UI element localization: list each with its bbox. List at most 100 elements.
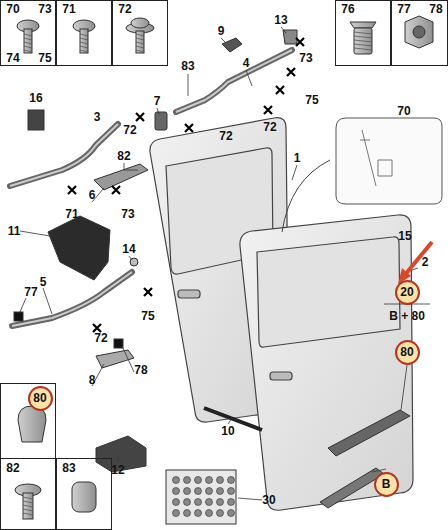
drawing-part [28, 110, 44, 130]
callout-number: 4 [242, 56, 251, 70]
small-parts [14, 30, 410, 524]
thread-line [136, 46, 144, 48]
fixing-mark [136, 113, 144, 121]
callout-number: 8 [88, 373, 97, 387]
callout-number: 12 [110, 463, 125, 477]
callout-number: 11 [7, 224, 22, 238]
callout-number: 75 [304, 93, 319, 107]
clip [195, 510, 202, 517]
thread-line [24, 42, 32, 44]
clip [217, 499, 224, 506]
drawing-part [43, 288, 52, 314]
inset-detail [360, 130, 392, 186]
drawing-part [131, 18, 149, 28]
fixing-mark [144, 288, 152, 296]
drawing-part [281, 27, 286, 33]
thread-line [354, 44, 372, 46]
drawing-part [10, 124, 118, 186]
callout-number: 72 [262, 120, 277, 134]
drawing-part [270, 372, 292, 380]
drawing-part [328, 410, 410, 456]
callout-number: 16 [28, 91, 43, 105]
callout-number: 1 [293, 151, 302, 165]
callout-number: 73 [120, 207, 135, 221]
part-number: 83 [62, 462, 75, 474]
callout-number: 70 [396, 104, 411, 118]
thread-line [80, 38, 88, 40]
part-number: 71 [62, 3, 75, 15]
clip [173, 477, 180, 484]
thread-line [80, 34, 88, 36]
part-cell: 72 [112, 0, 168, 66]
drawing-part [48, 216, 110, 280]
clip [206, 510, 213, 517]
clip [228, 477, 235, 484]
callout-number: 72 [218, 129, 233, 143]
drawing-part [10, 124, 118, 186]
drawing-part [238, 498, 262, 500]
clip [206, 488, 213, 495]
callout-number: B [382, 478, 391, 490]
drawing-part [129, 256, 132, 260]
part-cell: 82 [0, 458, 56, 530]
fixing-mark [276, 86, 284, 94]
callout-number: 82 [116, 149, 131, 163]
drawing-part [240, 215, 413, 510]
drawing-part [176, 50, 292, 112]
detail-inset [336, 118, 442, 204]
callout-number: 30 [261, 493, 276, 507]
clip [195, 499, 202, 506]
callout-number: 10 [220, 424, 235, 438]
clip [217, 477, 224, 484]
clip [184, 488, 191, 495]
thread-line [354, 40, 372, 42]
clip [184, 499, 191, 506]
drawing-part [222, 38, 242, 52]
drawing-part [257, 237, 400, 347]
clip [195, 477, 202, 484]
drawing-part [228, 418, 232, 424]
clip [206, 499, 213, 506]
screw-icons [15, 16, 433, 519]
red-arrow [404, 242, 432, 276]
thread-line [354, 48, 372, 50]
part-number: 73 [38, 3, 51, 15]
callout-number: 72 [93, 331, 108, 345]
thread-line [23, 501, 33, 503]
drawing-part [136, 31, 144, 53]
drawing-part [221, 38, 226, 43]
drawing-part [20, 298, 26, 312]
drawing-part [405, 16, 433, 48]
clip [228, 499, 235, 506]
part-cell: 76 [335, 0, 391, 66]
drawing-part [122, 346, 134, 372]
drawing-part [12, 272, 132, 326]
drawing-part [354, 28, 372, 54]
thread-line [136, 50, 144, 52]
callout-number: 2 [421, 255, 430, 269]
drawing-part [20, 231, 50, 236]
part-cell: 70737475 [0, 0, 56, 66]
part-number: 74 [6, 52, 19, 64]
thread-line [23, 505, 33, 507]
clip [228, 488, 235, 495]
highlight-circle: 80 [28, 386, 53, 411]
drawing-part [124, 163, 138, 170]
part-number: 78 [429, 3, 442, 15]
part-number: 76 [341, 3, 354, 15]
drawing-part [23, 493, 33, 519]
fixing-marks [68, 38, 304, 332]
thread-line [136, 34, 144, 36]
callout-number: 83 [180, 59, 195, 73]
drawing-part [14, 312, 23, 321]
clip [228, 510, 235, 517]
part-number: 72 [118, 3, 131, 15]
drawing-part [350, 22, 376, 28]
thread-line [24, 50, 32, 52]
drawing-part [114, 339, 123, 348]
thread-line [80, 50, 88, 52]
rail-highlight [10, 50, 292, 326]
cell-frame [1, 384, 56, 459]
